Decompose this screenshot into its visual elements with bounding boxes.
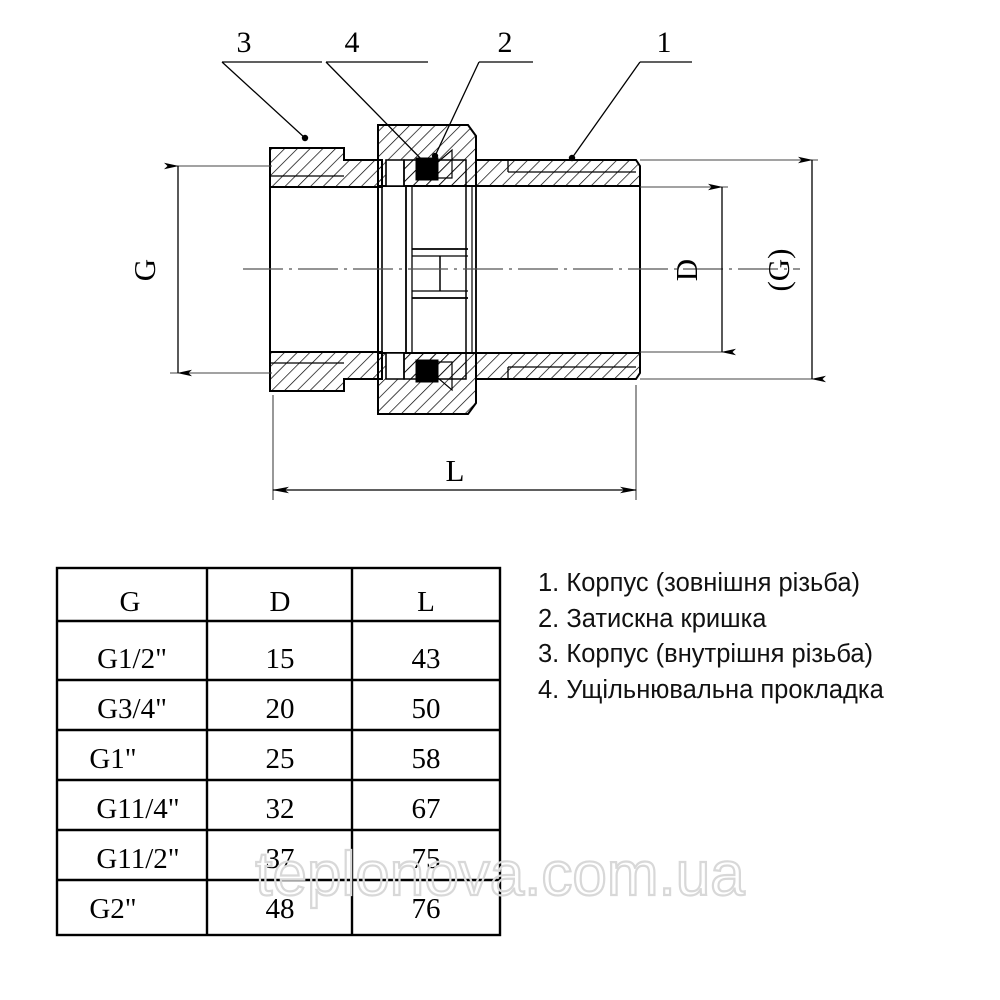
cell-D: 15 — [266, 643, 295, 675]
legend-item-1: 1. Корпус (зовнішня різьба) — [538, 569, 860, 597]
cell-L: 67 — [412, 793, 441, 825]
dimension-label-G-paren: (G) — [761, 248, 796, 291]
table-row: G3/4" 20 50 — [97, 693, 440, 725]
table-row: G11/2" 37 75 — [96, 843, 440, 875]
cell-G: G1" — [89, 743, 136, 775]
legend-item-4: 4. Ущільнювальна прокладка — [538, 675, 884, 704]
table-row: G2" 48 76 — [89, 893, 440, 925]
cell-G: G3/4" — [97, 693, 167, 725]
dimension-lines — [164, 156, 826, 500]
table-header-G: G — [120, 586, 141, 618]
cell-L: 76 — [412, 893, 441, 925]
cell-D: 37 — [266, 843, 295, 875]
table-header-D: D — [270, 586, 291, 618]
table-row: G1/2" 15 43 — [97, 643, 440, 675]
cell-L: 43 — [412, 643, 441, 675]
table-row: G11/4" 32 67 — [96, 793, 440, 825]
watermark: teplonova.com.ua — [255, 840, 745, 909]
parts-legend: 1. Корпус (зовнішня різьба) 2. Затискна … — [538, 566, 988, 708]
table-header-L: L — [417, 586, 435, 618]
dimension-label-D: D — [669, 259, 704, 281]
cell-G: G1/2" — [97, 643, 167, 675]
callout-number-1: 1 — [657, 26, 672, 59]
dimension-label-G: G — [127, 259, 162, 281]
spec-table: G D L G1/2" 15 43 G3/4" 20 50 G1" 25 58 — [55, 566, 502, 937]
callout-leaders — [221, 61, 692, 166]
cell-G: G2" — [89, 893, 136, 925]
callout-number-2: 2 — [498, 26, 513, 59]
cell-L: 50 — [412, 693, 441, 725]
legend-item-3: 3. Корпус (внутрішня різьба) — [538, 640, 874, 668]
dimension-label-L: L — [446, 453, 465, 488]
cell-G: G11/4" — [96, 793, 179, 825]
cell-D: 25 — [266, 743, 295, 775]
fitting-cross-section — [243, 124, 800, 415]
cell-D: 32 — [266, 793, 295, 825]
legend-item-2: 2. Затискна кришка — [538, 604, 767, 633]
cell-L: 58 — [412, 743, 441, 775]
cell-G: G11/2" — [96, 843, 179, 875]
callout-number-3: 3 — [237, 26, 252, 59]
table-row: G1" 25 58 — [89, 743, 440, 775]
cell-L: 75 — [412, 843, 441, 875]
cell-D: 20 — [266, 693, 295, 725]
callout-number-4: 4 — [345, 26, 360, 59]
part-4-sealing-gasket — [415, 148, 453, 392]
cell-D: 48 — [266, 893, 295, 925]
